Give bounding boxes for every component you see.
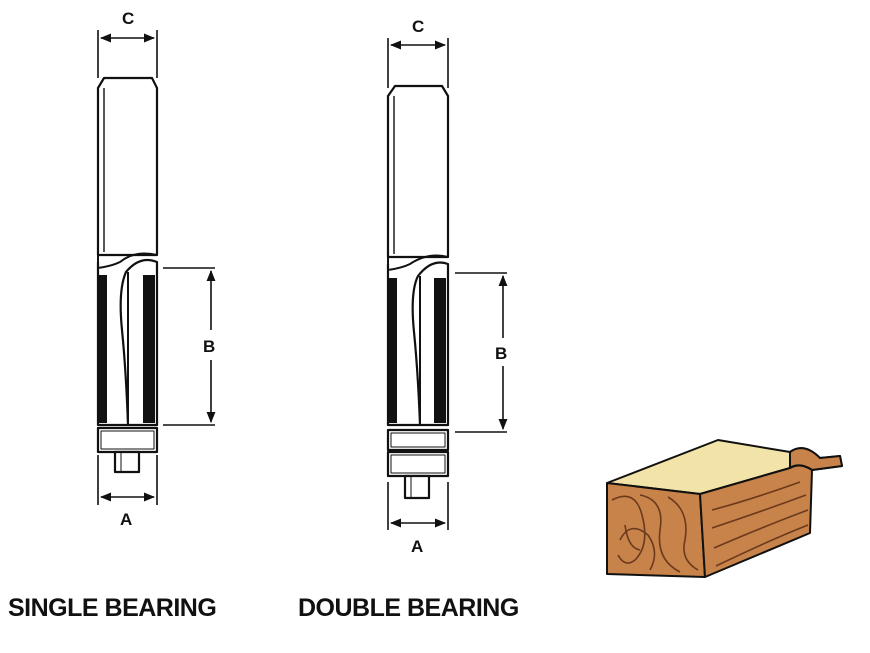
- wood-grain-side: [711, 481, 809, 567]
- dimension-a-double: [387, 482, 449, 530]
- label-a-single: A: [120, 510, 132, 529]
- single-bearing-bit: [96, 30, 216, 505]
- pilot-screw-single: [113, 450, 141, 474]
- dimension-b-single: [163, 267, 216, 426]
- caption-single-bearing: SINGLE BEARING: [8, 594, 217, 622]
- shank-single: [96, 76, 159, 257]
- dimension-a-single: [97, 455, 158, 505]
- label-a-double: A: [411, 537, 423, 556]
- shank-double: [386, 84, 450, 259]
- label-c-double: C: [412, 17, 424, 36]
- wood-grain-front: [611, 494, 699, 573]
- bearing-single: [96, 426, 159, 454]
- label-c-single: C: [122, 9, 134, 28]
- double-bearing-bit: [386, 38, 508, 530]
- pilot-screw-double: [403, 474, 431, 500]
- cutter-double: [386, 261, 450, 427]
- label-b-single: B: [203, 337, 215, 356]
- wood-profile-illustration: [606, 439, 843, 578]
- wood-side-face: [699, 464, 813, 578]
- bearing-lower-double: [386, 450, 450, 478]
- bearing-upper-double: [386, 428, 450, 452]
- caption-double-bearing: DOUBLE BEARING: [298, 594, 519, 622]
- dimension-c-single: [97, 30, 158, 78]
- dimension-b-double: [455, 272, 508, 433]
- label-b-double: B: [495, 344, 507, 363]
- dimension-c-double: [387, 38, 449, 88]
